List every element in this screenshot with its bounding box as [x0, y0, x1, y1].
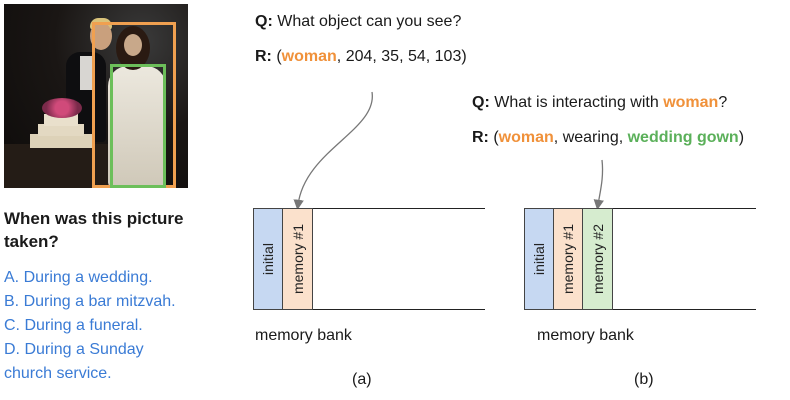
panel-b-response: R: (woman, wearing, wedding gown)	[472, 129, 745, 146]
option-a: A. During a wedding.	[4, 269, 153, 286]
bank-b-top-line	[524, 208, 756, 209]
wedding-gown-bounding-box	[110, 64, 166, 188]
bank-b-label: memory bank	[537, 327, 634, 344]
option-d-continued: church service.	[4, 365, 112, 382]
bank-a-cell-initial: initial	[253, 208, 283, 310]
bank-b-cell-memory2: memory #2	[582, 208, 613, 310]
bank-b-cell-initial: initial	[524, 208, 554, 310]
arrow-a	[293, 91, 373, 211]
bank-b-bottom-line	[524, 309, 756, 310]
panel-a-response: R: (woman, 204, 35, 54, 103)	[255, 48, 467, 65]
option-b: B. During a bar mitzvah.	[4, 293, 176, 310]
option-d: D. During a Sunday	[4, 341, 144, 358]
bank-a-label: memory bank	[255, 327, 352, 344]
question-text: When was this picture taken?	[4, 209, 184, 251]
bank-a-cell-memory1: memory #1	[282, 208, 313, 310]
option-c: C. During a funeral.	[4, 317, 143, 334]
bank-a-top-line	[253, 208, 485, 209]
arrow-b	[593, 159, 604, 211]
caption-b: (b)	[634, 371, 654, 388]
wedding-photo	[4, 4, 188, 188]
answer-options: A. During a wedding. B. During a bar mit…	[4, 266, 234, 386]
caption-a: (a)	[352, 371, 372, 388]
bank-b-cell-memory1: memory #1	[553, 208, 583, 310]
bank-a-bottom-line	[253, 309, 485, 310]
panel-a-query: Q: What object can you see?	[255, 13, 462, 30]
panel-a-object: woman	[281, 48, 337, 65]
panel-b-query: Q: What is interacting with woman?	[472, 94, 728, 111]
